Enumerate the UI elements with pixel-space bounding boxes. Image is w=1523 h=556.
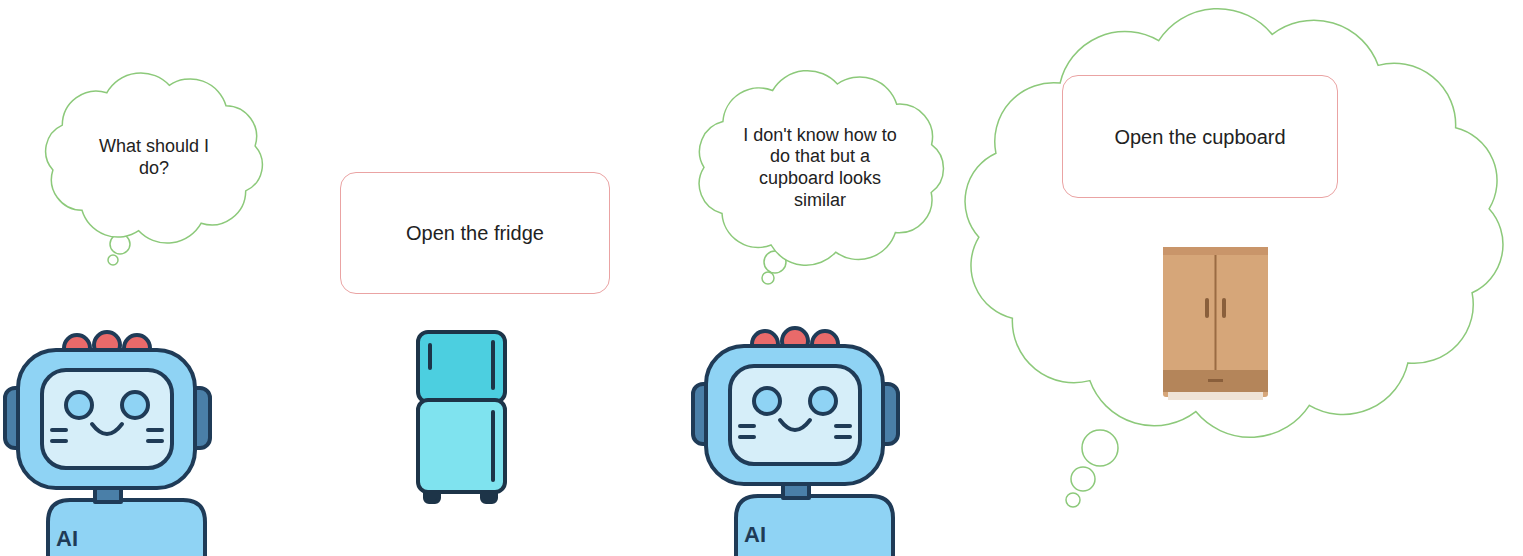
instruction-box: Open the cupboard [1062,75,1338,198]
robot-icon [693,328,898,556]
instruction-box: Open the fridge [340,172,610,294]
cloud-outline [699,71,943,266]
node-text: Open the fridge [406,221,544,245]
robot-icon [5,332,210,556]
cupboard-icon [1163,247,1268,400]
cloud-outline [46,73,263,243]
thought-bubble: I don't know how to do that but a cupboa… [687,66,953,270]
node-text: Open the cupboard [1114,125,1285,149]
thought-bubble: What should I do? [35,68,273,248]
big-thought-cloud [965,9,1503,507]
robot-chest-label: AI [56,528,78,550]
node-text: I don't know how to do that but a cupboa… [737,125,902,211]
fridge-icon [418,332,505,502]
robot-chest-label: AI [744,524,766,546]
node-text: What should I do? [89,136,219,179]
